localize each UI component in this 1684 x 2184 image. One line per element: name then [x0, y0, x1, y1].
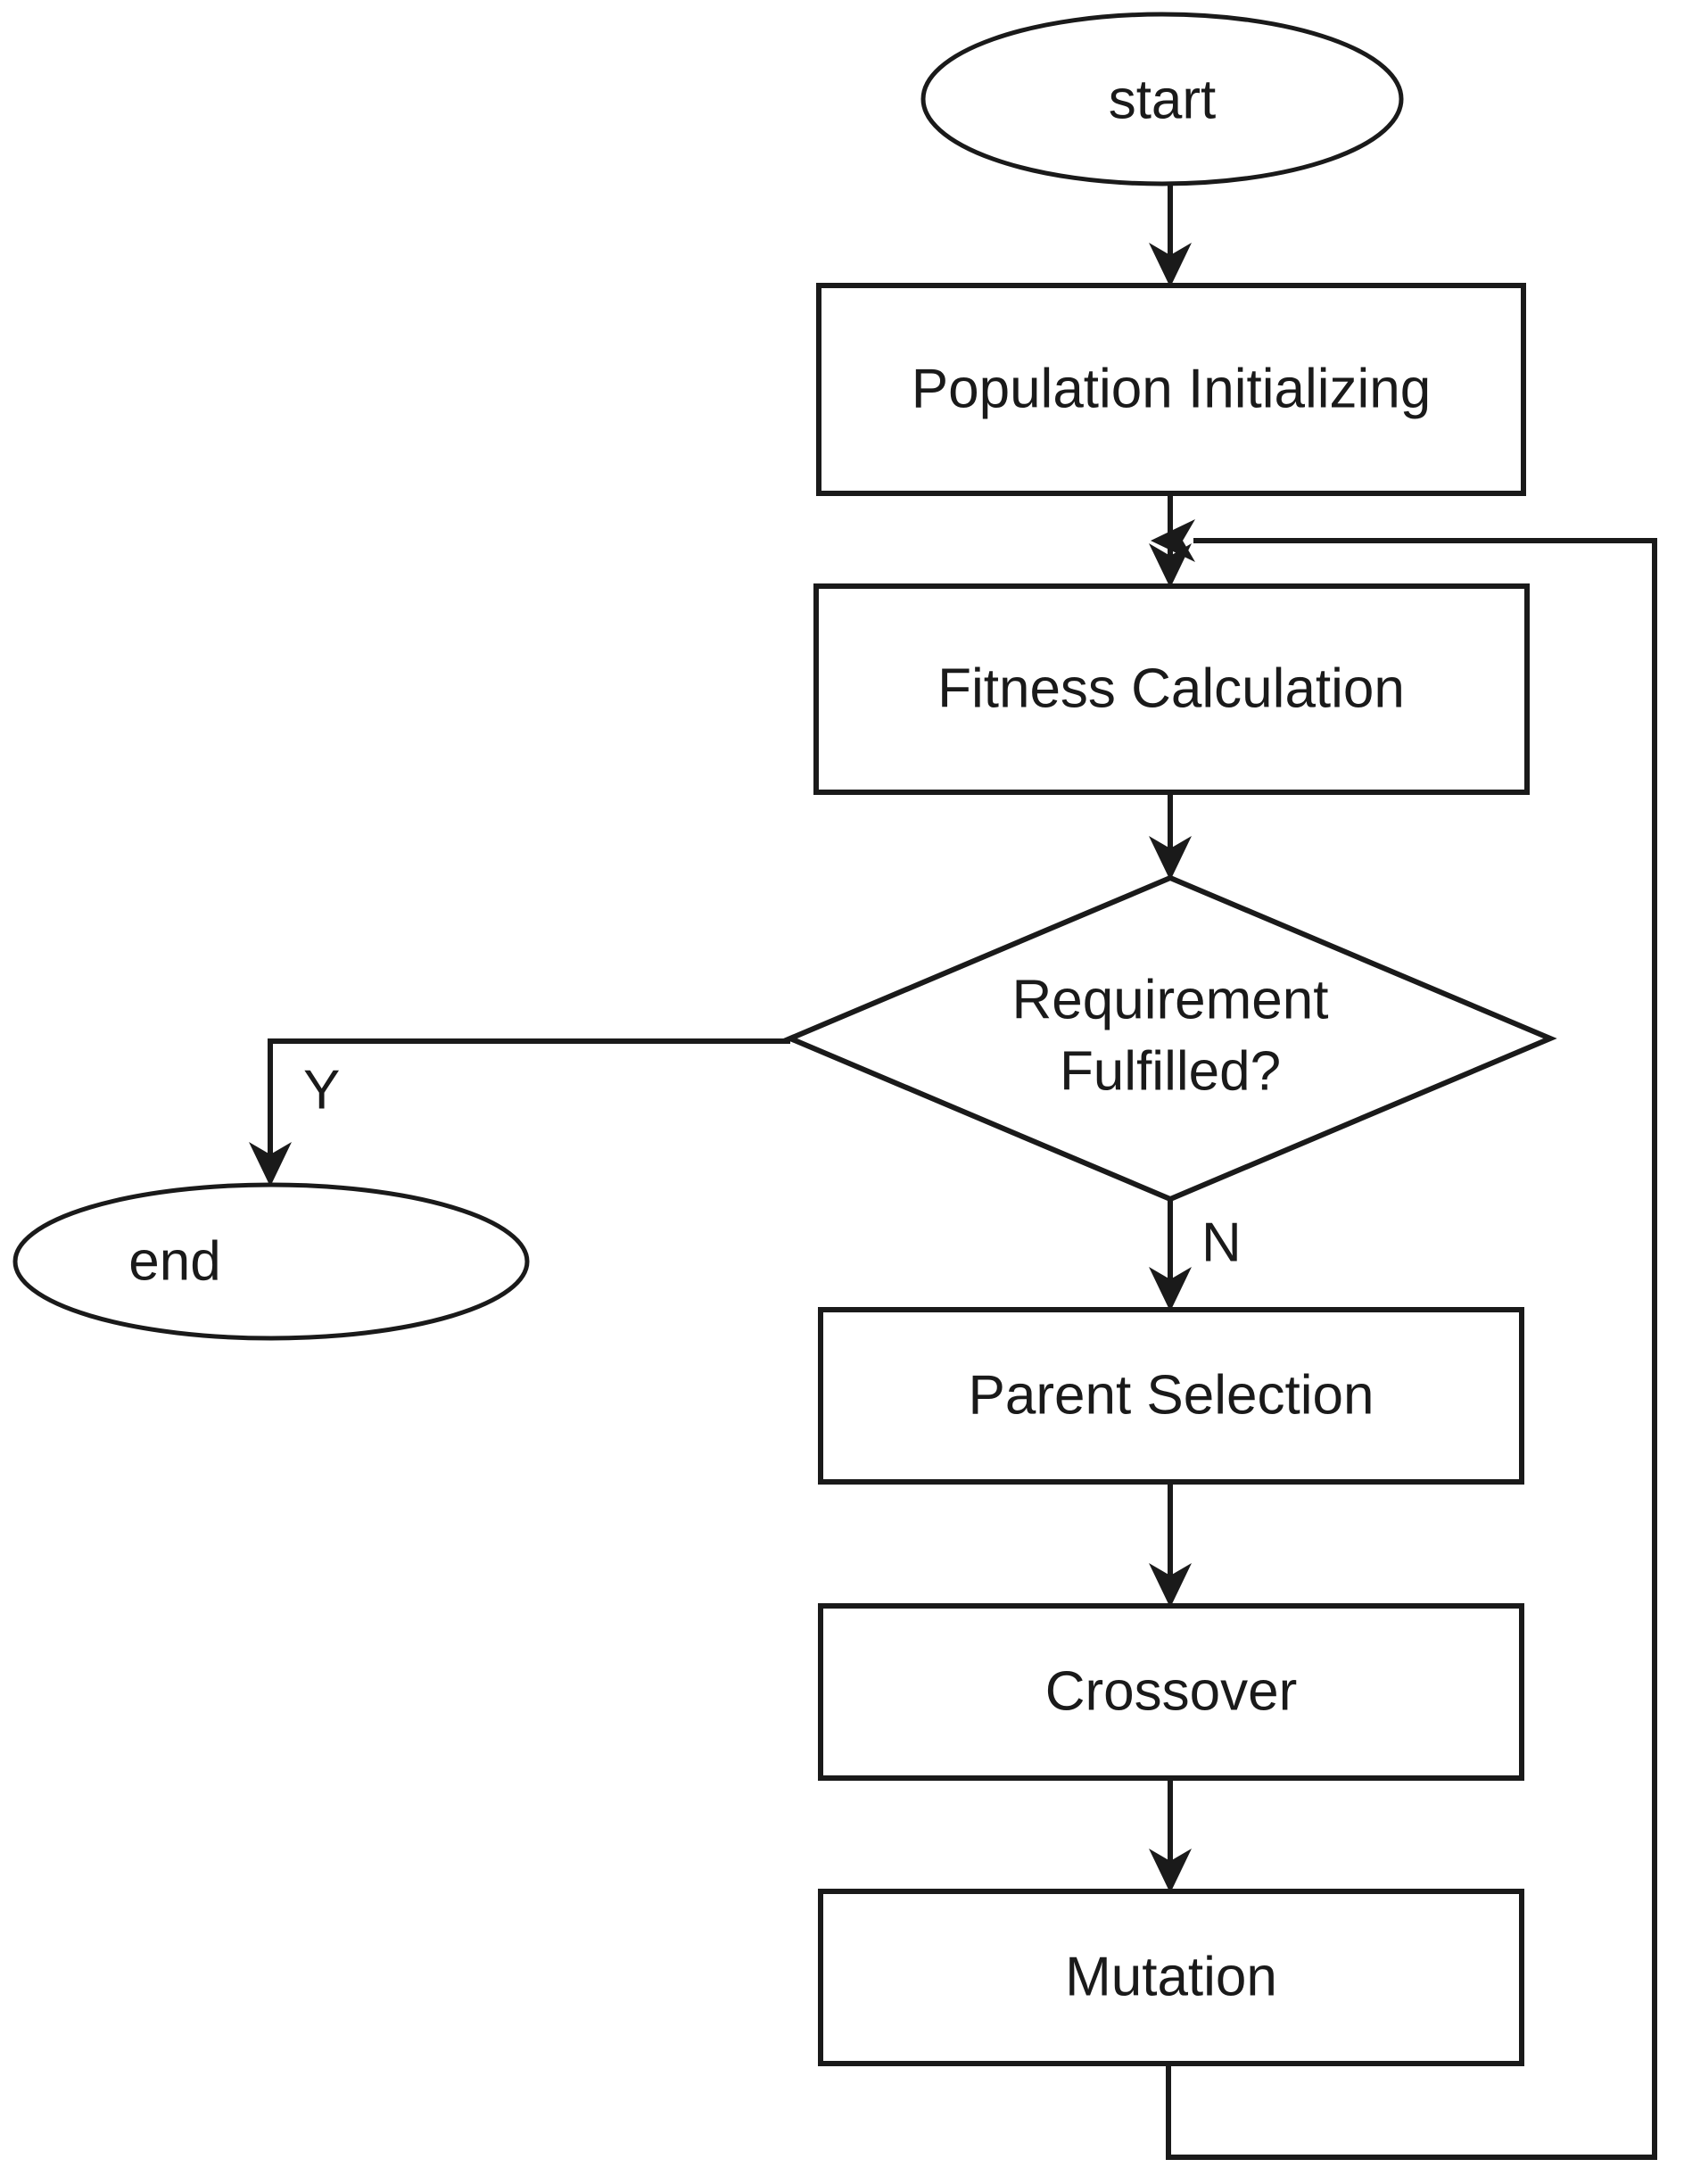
- node-requirement-fulfilled[interactable]: Requirement Fulfilled?: [783, 874, 1557, 1203]
- end-ellipse[interactable]: [12, 1182, 530, 1341]
- edge-label-no: N: [1201, 1212, 1242, 1273]
- arrowhead-icon: [1149, 1849, 1192, 1893]
- arrowhead-icon: [1149, 243, 1192, 287]
- edge-start-to-population-initializing: [1149, 184, 1192, 287]
- requirement-fulfilled-label-line1: Requirement: [1012, 969, 1329, 1030]
- crossover-box[interactable]: [818, 1603, 1524, 1781]
- node-fitness-calculation[interactable]: Fitness Calculation: [813, 583, 1530, 795]
- edge-mutation-to-fitness-calculation-loopback: [1151, 519, 1657, 2160]
- end-label: end: [128, 1230, 220, 1292]
- fitness-calculation-box[interactable]: [813, 583, 1530, 795]
- mutation-label: Mutation: [1065, 1946, 1277, 2007]
- start-label: start: [1109, 69, 1217, 130]
- arrowhead-icon: [1149, 1563, 1192, 1608]
- arrowhead-icon: [249, 1142, 292, 1187]
- requirement-fulfilled-label-line2: Fulfilled?: [1060, 1040, 1281, 1102]
- edge-line: [268, 1038, 790, 1166]
- parent-selection-box[interactable]: [818, 1307, 1524, 1485]
- population-initializing-box[interactable]: [816, 283, 1526, 496]
- fitness-calculation-label: Fitness Calculation: [937, 658, 1405, 719]
- edge-line: [1166, 538, 1657, 2160]
- requirement-fulfilled-diamond[interactable]: [783, 874, 1557, 1203]
- mutation-box[interactable]: [818, 1889, 1524, 2066]
- node-end[interactable]: end: [12, 1182, 530, 1341]
- arrowhead-icon: [1149, 836, 1192, 881]
- edge-fitness-calculation-to-requirement: [1149, 792, 1192, 881]
- node-start[interactable]: start: [920, 12, 1404, 186]
- parent-selection-label: Parent Selection: [969, 1364, 1374, 1426]
- edge-parent-selection-to-crossover: [1149, 1482, 1192, 1608]
- node-population-initializing[interactable]: Population Initializing: [816, 283, 1526, 496]
- edge-requirement-to-end-yes: Y: [249, 1038, 790, 1187]
- crossover-label: Crossover: [1045, 1660, 1298, 1722]
- node-crossover[interactable]: Crossover: [818, 1603, 1524, 1781]
- population-initializing-label: Population Initializing: [912, 358, 1432, 419]
- arrowhead-icon: [1151, 519, 1195, 562]
- node-mutation[interactable]: Mutation: [818, 1889, 1524, 2066]
- edge-label-yes: Y: [303, 1059, 340, 1121]
- node-parent-selection[interactable]: Parent Selection: [818, 1307, 1524, 1485]
- edge-requirement-to-parent-selection-no: N: [1149, 1199, 1242, 1311]
- arrowhead-icon: [1149, 1267, 1192, 1311]
- start-ellipse[interactable]: [920, 12, 1404, 186]
- edge-crossover-to-mutation: [1149, 1778, 1192, 1893]
